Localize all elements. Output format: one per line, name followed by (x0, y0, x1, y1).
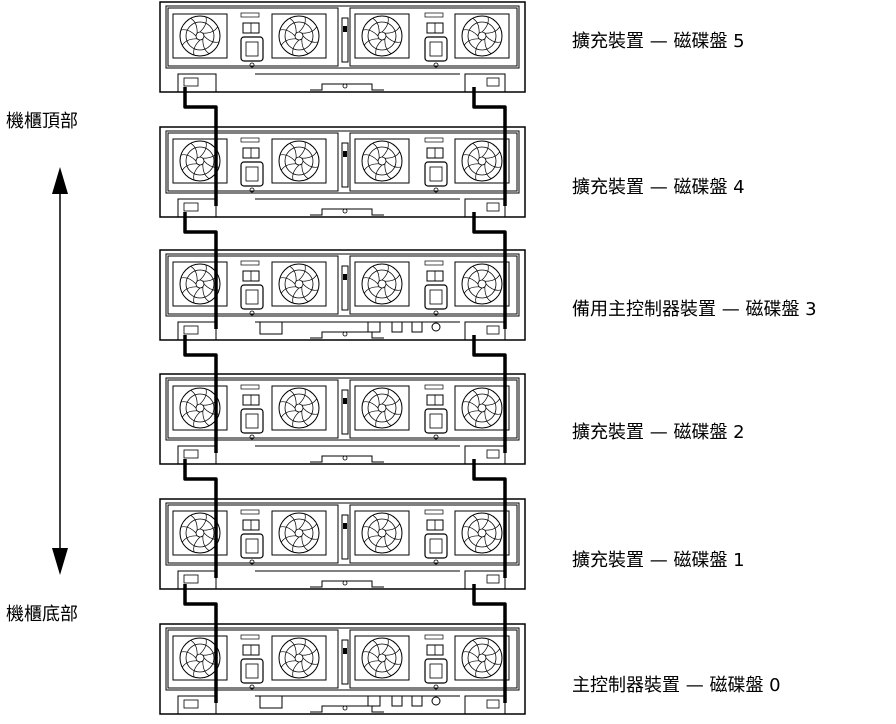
storage-tray-1 (159, 498, 526, 590)
storage-tray-0 (159, 623, 526, 715)
unit-label-3: 備用主控制器裝置 — 磁碟盤 3 (572, 299, 817, 320)
unit-label-5: 擴充裝置 — 磁碟盤 5 (572, 31, 745, 52)
rack-top-label: 機櫃頂部 (6, 111, 78, 132)
unit-label-0: 主控制器裝置 — 磁碟盤 0 (572, 675, 781, 696)
unit-label-4: 擴充裝置 — 磁碟盤 4 (572, 177, 745, 198)
unit-label-2: 擴充裝置 — 磁碟盤 2 (572, 422, 745, 443)
rack-bottom-label: 機櫃底部 (6, 604, 78, 625)
storage-tray-4 (159, 126, 526, 218)
cable-right-4-3 (472, 212, 507, 329)
cable-right-1-0 (472, 584, 507, 703)
storage-tray-2 (159, 373, 526, 465)
storage-tray-3 (159, 249, 526, 341)
cable-left-1-0 (183, 584, 218, 703)
unit-label-1: 擴充裝置 — 磁碟盤 1 (572, 550, 745, 571)
storage-tray-5 (159, 1, 526, 93)
arrow-down-icon (52, 548, 68, 575)
cable-right-5-4 (472, 87, 507, 206)
cable-left-2-1 (183, 459, 218, 578)
cable-left-3-2 (183, 335, 218, 453)
cable-left-5-4 (183, 87, 218, 206)
cable-right-2-1 (472, 459, 507, 578)
cable-left-4-3 (183, 212, 218, 329)
arrow-up-icon (52, 167, 68, 194)
cable-right-3-2 (472, 335, 507, 453)
